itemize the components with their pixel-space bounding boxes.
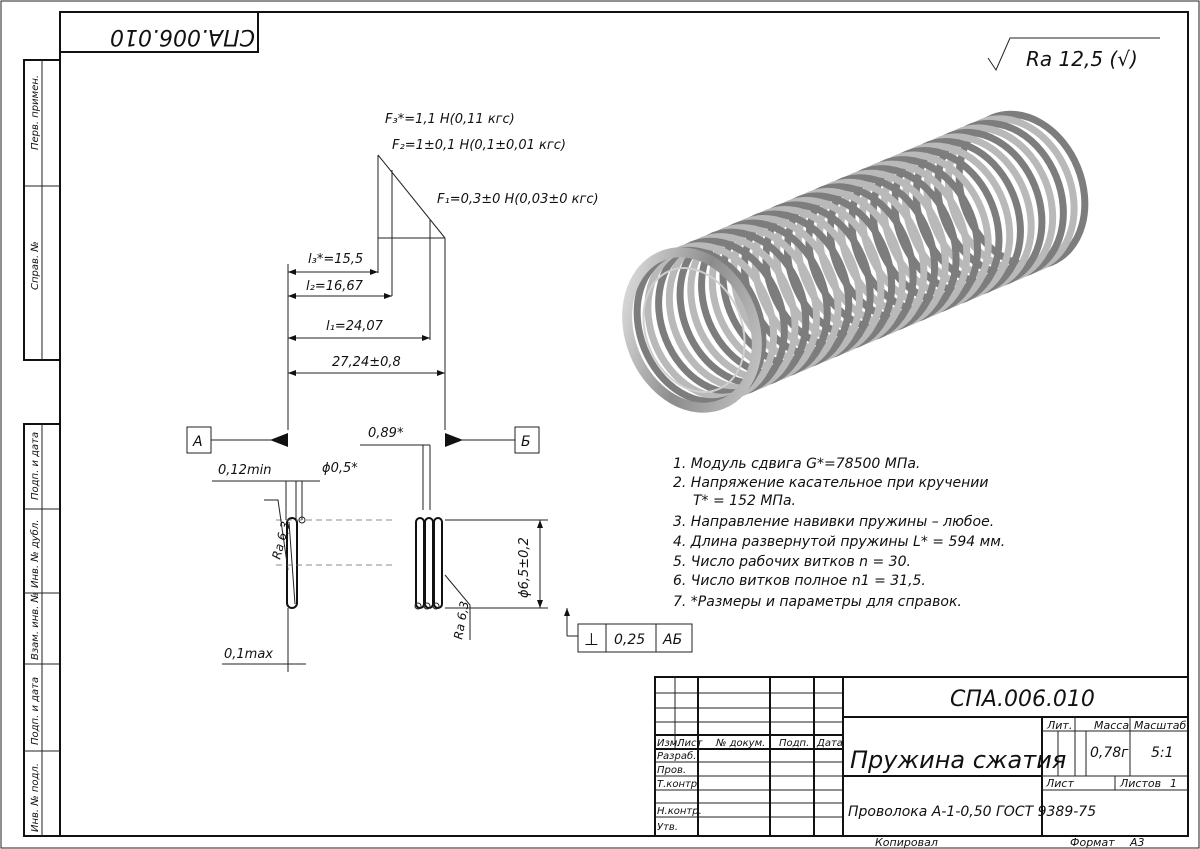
tb-massa: 0,78г — [1090, 745, 1129, 761]
pitch-dim: 0,89* — [368, 426, 404, 441]
tb-nkontr: Н.контр. — [657, 806, 702, 817]
perp-value: 0,25 — [614, 632, 645, 648]
note-7: 7. *Размеры и параметры для справок. — [673, 594, 962, 610]
tb-tkontr: Т.контр. — [657, 779, 700, 790]
spring-inner-shadow — [642, 266, 746, 394]
tb-prov: Пров. — [657, 765, 686, 776]
length-l3: l₃*=15,5 — [308, 252, 363, 267]
tb-data: Дата — [816, 738, 843, 749]
side-label-inv-dubl: Инв. № дубл. — [29, 520, 41, 588]
side-label-podp1: Подп. и дата — [30, 432, 41, 500]
roughness-text: Ra 12,5 (√) — [1026, 47, 1138, 71]
tb-izm: Изм. — [657, 738, 681, 749]
tech-notes: 1. Модуль сдвига G*=78500 МПа. 2. Напряж… — [673, 456, 1005, 610]
tb-listov-value: 1 — [1170, 777, 1177, 790]
length-l1: l₁=24,07 — [326, 319, 384, 334]
side-label-podp2: Подп. и дата — [30, 677, 41, 745]
note-5: 5. Число рабочих витков n = 30. — [673, 554, 911, 570]
ra-right: Ra 6,3 — [451, 600, 471, 640]
tb-col-masshtab: Масштаб — [1134, 719, 1186, 732]
section-label-a: А — [192, 434, 203, 450]
side-label-vzam: Взам. инв. № — [30, 592, 41, 660]
side-label-perv: Перв. примен. — [30, 75, 41, 150]
tb-listov-label: Листов — [1119, 777, 1161, 790]
ra-left: Ra 6,3 — [269, 520, 293, 561]
tb-podp: Подп. — [779, 738, 809, 749]
tb-name: Пружина сжатия — [850, 746, 1066, 774]
tb-utv: Утв. — [657, 822, 678, 833]
title-block: СПА.006.010 Пружина сжатия Проволока А-1… — [654, 676, 1189, 849]
note-2: 2. Напряжение касательное при кручении — [673, 475, 988, 491]
force-f1: F₁=0,3±0 Н(0,03±0 кгс) — [437, 192, 599, 207]
note-1: 1. Модуль сдвига G*=78500 МПа. — [673, 456, 920, 472]
note-6: 6. Число витков полное n1 = 31,5. — [673, 573, 926, 589]
note-2b: T* = 152 МПа. — [693, 493, 796, 509]
gap-min: 0,12min — [218, 463, 271, 478]
wire-dia: ϕ0,5* — [322, 461, 358, 476]
tb-kopiroval: Копировал — [875, 836, 938, 849]
perp-datum: АБ — [662, 632, 682, 648]
tb-masshtab: 5:1 — [1151, 745, 1174, 761]
spring-3d-image — [622, 110, 1089, 413]
outer-dia: ϕ6,5±0,2 — [517, 537, 532, 598]
tb-list: Лист — [676, 738, 704, 749]
force-f2: F₂=1±0,1 Н(0,1±0,01 кгс) — [392, 138, 566, 153]
tb-razrab: Разраб. — [657, 750, 696, 762]
roughness-symbol: Ra 12,5 (√) — [987, 37, 1160, 72]
tb-format-value: А3 — [1129, 836, 1145, 849]
tol-max: 0,1max — [224, 647, 273, 662]
spring-front-ring — [622, 247, 762, 413]
length-l0: 27,24±0,8 — [332, 355, 401, 370]
tb-material: Проволока А-1-0,50 ГОСТ 9389-75 — [848, 804, 1096, 820]
top-stamp-text: СПА.006.010 — [110, 24, 255, 49]
section-label-b: Б — [521, 434, 531, 450]
tb-col-massa: Масса — [1094, 719, 1129, 732]
note-3: 3. Направление навивки пружины – любое. — [673, 514, 994, 530]
tb-no-dokum: № докум. — [715, 738, 765, 749]
perp-symbol: ⊥ — [584, 630, 599, 650]
tb-list-label: Лист — [1045, 777, 1074, 790]
force-diagram: F₃*=1,1 Н(0,11 кгс) F₂=1±0,1 Н(0,1±0,01 … — [287, 112, 599, 430]
side-stamp: Перв. примен. Справ. № Подп. и дата Инв.… — [23, 59, 61, 837]
side-label-inv-podl: Инв. № подл. — [30, 763, 41, 832]
tb-designation: СПА.006.010 — [950, 687, 1095, 712]
force-f3: F₃*=1,1 Н(0,11 кгс) — [385, 112, 515, 127]
length-l2: l₂=16,67 — [306, 279, 364, 294]
tb-col-lit: Лит. — [1046, 719, 1072, 732]
side-label-sprav: Справ. № — [30, 241, 41, 290]
tb-format-label: Формат — [1070, 836, 1115, 849]
top-stamp: СПА.006.010 — [59, 12, 259, 53]
section-view: А Б 0,89* 0,12min ϕ0,5* — [186, 426, 693, 672]
note-4: 4. Длина развернутой пружины L* = 594 мм… — [673, 534, 1005, 550]
